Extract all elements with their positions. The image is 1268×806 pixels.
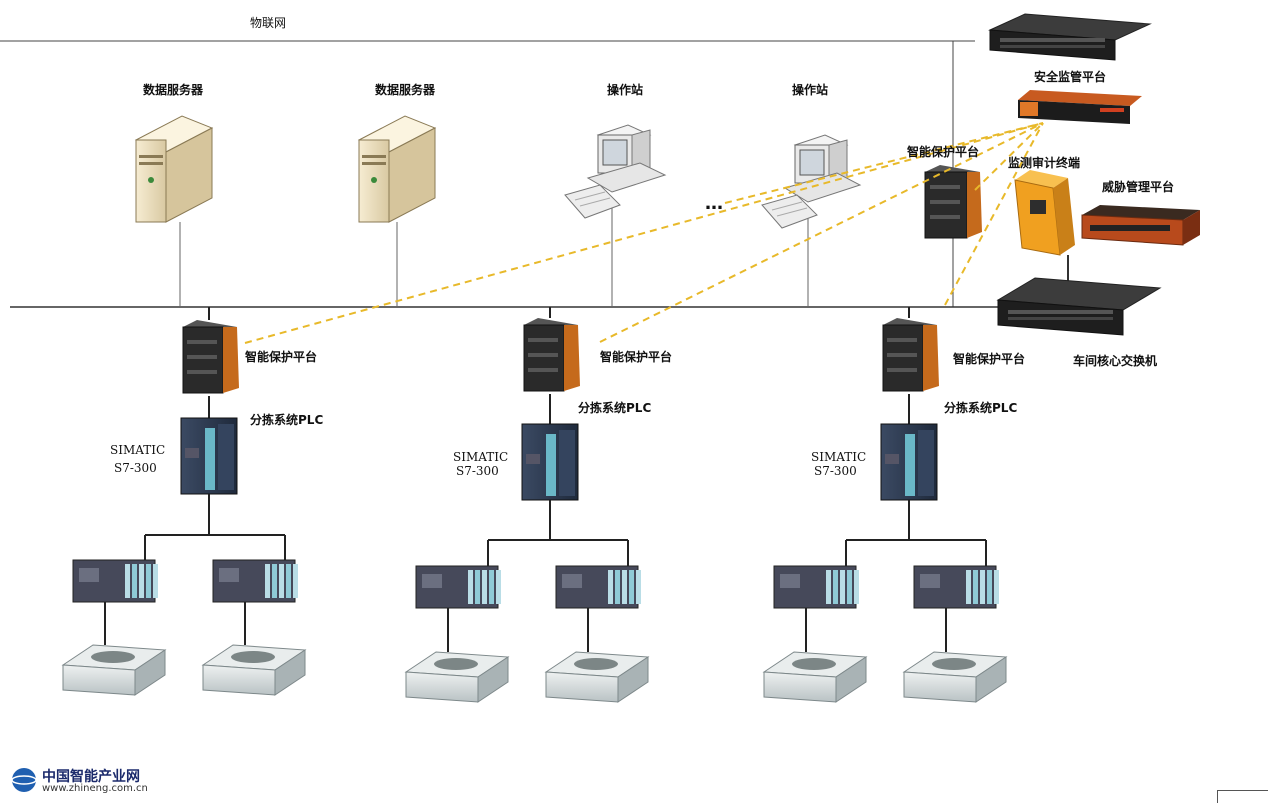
branch-3-model-line1: SIMATIC (811, 450, 867, 464)
branch-2-model-line2: S7-300 (456, 464, 499, 478)
core-switch-icon (996, 277, 1162, 336)
data-server-2-label: 数据服务器 (375, 83, 436, 97)
branch-2-sorter-1-icon (404, 651, 510, 703)
branch-2-module-1-icon (415, 565, 501, 609)
branch-3-sorter-1-icon (762, 651, 868, 703)
branch-3-module-2-icon (913, 565, 999, 609)
audit-terminal-label: 监测审计终端 (1008, 156, 1081, 170)
branch-3-plc-icon (880, 423, 938, 501)
core-switch-label: 车间核心交换机 (1073, 354, 1158, 368)
branch-1-guard-icon (182, 320, 239, 394)
data-server-2-icon (357, 115, 437, 223)
branch-2-module-2-icon (555, 565, 641, 609)
branch-2-sorter-2-icon (544, 651, 650, 703)
branch-1-plc-icon (180, 417, 238, 495)
iot-network-label: 物联网 (250, 16, 287, 30)
branch-2-guard-icon (523, 318, 580, 392)
branch-1-module-1-icon (72, 559, 158, 603)
branch-1-plc-label: 分拣系统PLC (250, 413, 324, 427)
watermark-globe-icon (11, 768, 37, 792)
branch-3-guard-icon (882, 318, 939, 392)
top-switch-icon (988, 13, 1152, 61)
branch-3-protection-label: 智能保护平台 (953, 352, 1026, 366)
branch-2-model-line1: SIMATIC (453, 450, 509, 464)
threat-platform-label: 威胁管理平台 (1102, 180, 1175, 194)
watermark-brand: 中国智能产业网 (42, 769, 140, 785)
branch-1-protection-label: 智能保护平台 (245, 350, 318, 364)
branch-1-model-line1: SIMATIC (110, 443, 166, 457)
branch-3-sorter-2-icon (902, 651, 1008, 703)
branch-3-module-1-icon (773, 565, 859, 609)
branch-3-model-line2: S7-300 (814, 464, 857, 478)
protection-platform-top-label: 智能保护平台 (907, 145, 980, 159)
data-server-1-icon (134, 115, 214, 223)
operator-station-1-icon (564, 124, 667, 219)
operator-station-2-label: 操作站 (792, 83, 829, 97)
branches-layer (61, 307, 1008, 703)
branch-2 (404, 307, 650, 703)
branch-1-module-2-icon (212, 559, 298, 603)
branch-1-sorter-2-icon (201, 644, 307, 696)
corner-mark (1217, 790, 1268, 803)
operator-station-1-label: 操作站 (607, 83, 644, 97)
branch-1 (61, 307, 307, 696)
branch-2-protection-label: 智能保护平台 (600, 350, 673, 364)
branch-2-plc-label: 分拣系统PLC (578, 401, 652, 415)
branch-1-sorter-1-icon (61, 644, 167, 696)
watermark-url: www.zhineng.com.cn (42, 783, 148, 794)
data-server-1-label: 数据服务器 (143, 83, 204, 97)
branch-3-plc-label: 分拣系统PLC (944, 401, 1018, 415)
audit-terminal-icon (1014, 170, 1075, 285)
ellipsis-label: … (705, 193, 725, 214)
security-platform-icon (1018, 90, 1142, 124)
monitoring-links (244, 122, 1044, 344)
operator-station-2-icon (761, 134, 862, 229)
branch-3 (762, 307, 1008, 703)
threat-platform-icon (1081, 205, 1200, 246)
branch-2-plc-icon (521, 423, 579, 501)
security-platform-label: 安全监管平台 (1034, 70, 1107, 84)
branch-1-model-line2: S7-300 (114, 461, 157, 475)
protection-platform-top-icon (924, 165, 982, 239)
watermark-logo: 中国智能产业网 www.zhineng.com.cn (12, 766, 162, 796)
